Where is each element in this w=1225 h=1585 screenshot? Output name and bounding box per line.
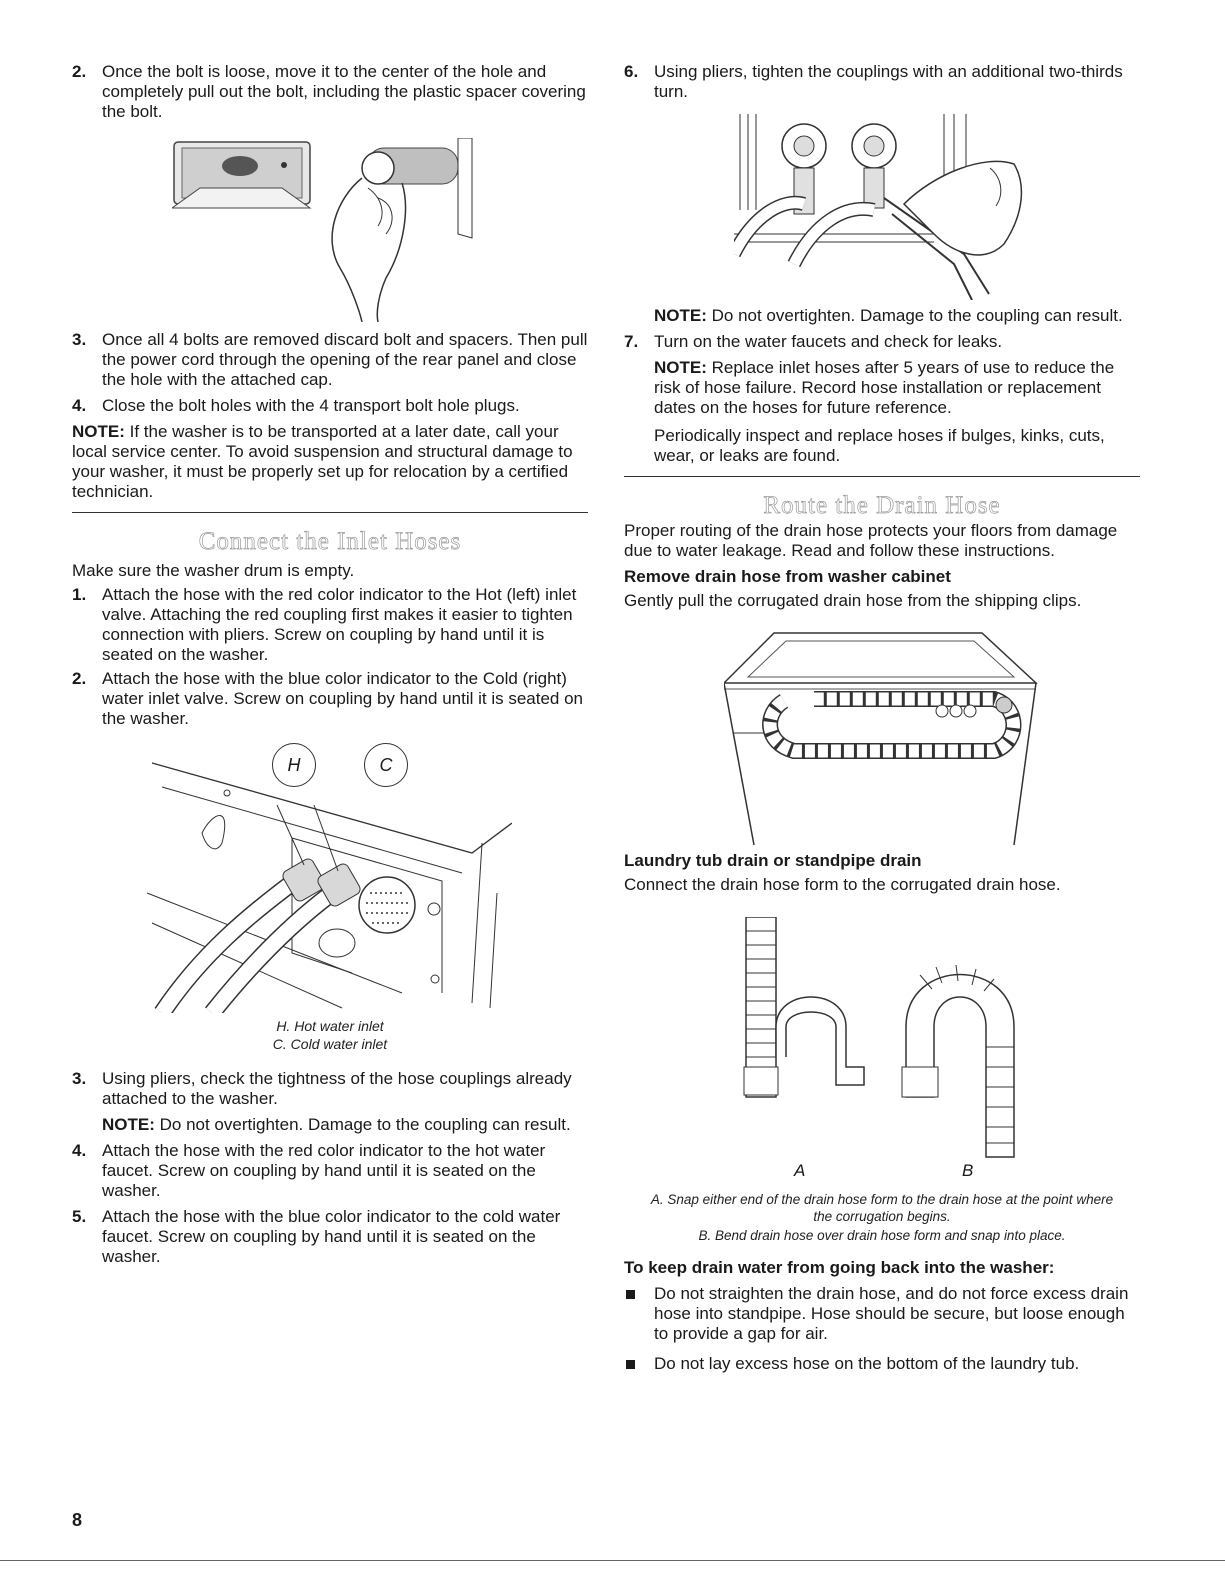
washer-back-figure bbox=[724, 623, 1140, 845]
step-2: 2. Once the bolt is loose, move it to th… bbox=[72, 62, 588, 122]
cold-label: C bbox=[379, 755, 393, 775]
caption-b: B. Bend drain hose over drain hose form … bbox=[698, 1228, 1066, 1243]
hot-label-circle: H bbox=[272, 743, 316, 787]
step-number: 5. bbox=[72, 1207, 87, 1226]
step-number: 1. bbox=[72, 585, 87, 604]
washer-back-illustration bbox=[724, 632, 1038, 845]
label-b: B bbox=[962, 1161, 974, 1180]
page-bottom-rule bbox=[0, 1560, 1225, 1561]
step-text: Turn on the water faucets and check for … bbox=[654, 332, 1003, 351]
page-number: 8 bbox=[72, 1510, 83, 1530]
step-number: 2. bbox=[72, 669, 87, 688]
step-6: 6. Using pliers, tighten the couplings w… bbox=[624, 62, 1140, 102]
inlet-step-4: 4. Attach the hose with the red color in… bbox=[72, 1141, 588, 1201]
drain-form-labels: A B bbox=[624, 1161, 1140, 1183]
inlet-valve-figure: H C bbox=[142, 743, 588, 1013]
step-number: 4. bbox=[72, 1141, 87, 1160]
inlet-step-1: 1. Attach the hose with the red color in… bbox=[72, 585, 588, 665]
caption-cold: C. Cold water inlet bbox=[272, 1036, 388, 1052]
step-number: 4. bbox=[72, 396, 87, 415]
section-title-inlet: Connect the Inlet Hoses bbox=[198, 528, 462, 556]
inlet-valve-illustration bbox=[146, 762, 512, 1013]
bolt-removal-figure bbox=[172, 138, 588, 322]
section-divider bbox=[624, 476, 1140, 477]
caption-hot: H. Hot water inlet bbox=[276, 1018, 384, 1034]
bolt-removal-illustration bbox=[172, 138, 473, 322]
transport-note: NOTE: If the washer is to be transported… bbox=[72, 422, 588, 502]
caption-a: A. Snap either end of the drain hose for… bbox=[650, 1192, 1114, 1224]
remove-drain-text: Gently pull the corrugated drain hose fr… bbox=[624, 591, 1082, 610]
bullet-item: Do not straighten the drain hose, and do… bbox=[624, 1284, 1140, 1344]
heading-laundry-tub: Laundry tub drain or standpipe drain bbox=[624, 851, 922, 870]
section-title-drain: Route the Drain Hose bbox=[763, 492, 1001, 520]
bullet-marker bbox=[626, 1360, 635, 1369]
note-label: NOTE: bbox=[654, 358, 707, 377]
drain-form-figure bbox=[736, 917, 1140, 1159]
inlet-step-3: 3. Using pliers, check the tightness of … bbox=[72, 1069, 588, 1135]
inlet-intro: Make sure the washer drum is empty. bbox=[72, 561, 355, 580]
step-text: Once all 4 bolts are removed discard bol… bbox=[102, 330, 588, 389]
step-text: Attach the hose with the blue color indi… bbox=[102, 1207, 561, 1266]
step-7: 7. Turn on the water faucets and check f… bbox=[624, 332, 1140, 466]
inlet-step-5: 5. Attach the hose with the blue color i… bbox=[72, 1207, 588, 1267]
cold-label-circle: C bbox=[364, 743, 408, 787]
heading-keep-water: To keep drain water from going back into… bbox=[624, 1258, 1055, 1277]
inlet-figure-caption: H. Hot water inlet C. Cold water inlet bbox=[72, 1017, 588, 1053]
note-text: Do not overtighten. Damage to the coupli… bbox=[706, 306, 1123, 325]
left-column: 2. Once the bolt is loose, move it to th… bbox=[72, 62, 588, 1267]
note-text: Do not overtighten. Damage to the coupli… bbox=[154, 1115, 571, 1134]
step-4: 4. Close the bolt holes with the 4 trans… bbox=[72, 396, 588, 416]
step-7-note: NOTE: Replace inlet hoses after 5 years … bbox=[654, 358, 1140, 418]
step-text: Close the bolt holes with the 4 transpor… bbox=[102, 396, 520, 415]
hot-label: H bbox=[287, 755, 301, 775]
step-text: Using pliers, tighten the couplings with… bbox=[654, 62, 1123, 101]
step-number: 2. bbox=[72, 62, 87, 81]
laundry-text: Connect the drain hose form to the corru… bbox=[624, 875, 1061, 894]
step-text: Attach the hose with the red color indic… bbox=[102, 585, 577, 664]
step-number: 3. bbox=[72, 330, 87, 349]
label-a: A bbox=[794, 1161, 806, 1180]
step-text: Using pliers, check the tightness of the… bbox=[102, 1069, 572, 1108]
heading-remove-drain-hose: Remove drain hose from washer cabinet bbox=[624, 567, 951, 586]
drain-form-caption: A. Snap either end of the drain hose for… bbox=[624, 1191, 1140, 1244]
bullet-text: Do not lay excess hose on the bottom of … bbox=[654, 1354, 1080, 1373]
step-number: 6. bbox=[624, 62, 639, 81]
step-text: Attach the hose with the red color indic… bbox=[102, 1141, 546, 1200]
right-column: 6. Using pliers, tighten the couplings w… bbox=[624, 62, 1140, 1374]
inlet-step-3-note: NOTE: Do not overtighten. Damage to the … bbox=[102, 1115, 588, 1135]
note-text: Replace inlet hoses after 5 years of use… bbox=[654, 358, 1115, 417]
pliers-illustration bbox=[734, 114, 1023, 300]
drain-intro: Proper routing of the drain hose protect… bbox=[624, 521, 1118, 560]
bullet-marker bbox=[626, 1290, 635, 1299]
step-6-note: NOTE: Do not overtighten. Damage to the … bbox=[654, 306, 1140, 326]
note-label: NOTE: bbox=[654, 306, 707, 325]
step-text: Once the bolt is loose, move it to the c… bbox=[102, 62, 586, 121]
note-label: NOTE: bbox=[72, 422, 125, 441]
step-number: 7. bbox=[624, 332, 639, 351]
step-7-paragraph: Periodically inspect and replace hoses i… bbox=[654, 426, 1105, 465]
pliers-figure bbox=[734, 114, 1140, 300]
note-text: If the washer is to be transported at a … bbox=[72, 422, 573, 501]
inlet-step-2: 2. Attach the hose with the blue color i… bbox=[72, 669, 588, 729]
step-6-note-block: NOTE: Do not overtighten. Damage to the … bbox=[624, 306, 1140, 326]
drain-form-illustration bbox=[743, 917, 1015, 1158]
section-divider bbox=[72, 512, 588, 513]
bullet-text: Do not straighten the drain hose, and do… bbox=[654, 1284, 1129, 1343]
step-text: Attach the hose with the blue color indi… bbox=[102, 669, 583, 728]
step-number: 3. bbox=[72, 1069, 87, 1088]
step-3: 3. Once all 4 bolts are removed discard … bbox=[72, 330, 588, 390]
note-label: NOTE: bbox=[102, 1115, 155, 1134]
bullet-item: Do not lay excess hose on the bottom of … bbox=[624, 1354, 1140, 1374]
